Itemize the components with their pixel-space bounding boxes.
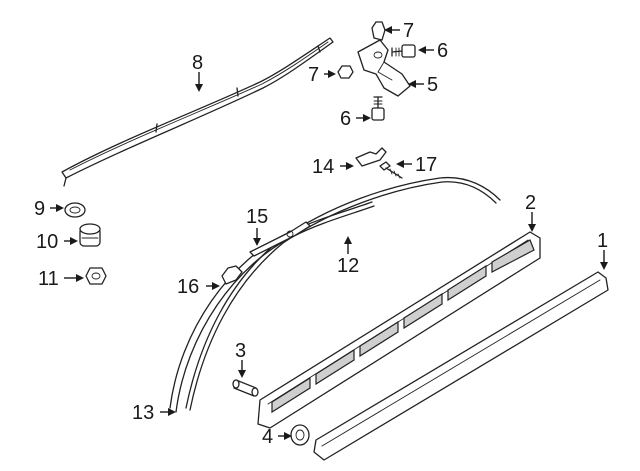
callout-labels: 1 2 3 4 5 6 6 7 7 8 9 10 11 12 13 14 15 … — [34, 20, 608, 448]
callout-6b: 6 — [340, 108, 351, 130]
callout-13: 13 — [132, 402, 154, 424]
part-pin — [232, 379, 259, 397]
callout-15: 15 — [246, 206, 268, 228]
part-roof-molding — [61, 37, 334, 187]
part-door-molding — [257, 231, 541, 429]
part-bracket — [357, 39, 411, 97]
callout-10: 10 — [36, 231, 58, 253]
callout-11: 11 — [38, 268, 59, 290]
part-fastener — [79, 223, 101, 247]
part-end-clip — [290, 424, 310, 446]
callout-5: 5 — [427, 74, 438, 96]
part-rocker-molding — [313, 271, 609, 461]
part-bolt-top — [391, 44, 416, 58]
part-nut — [85, 267, 107, 285]
callout-2: 2 — [525, 192, 536, 214]
callout-7a: 7 — [403, 20, 414, 42]
callout-7b: 7 — [308, 64, 319, 86]
callout-4: 4 — [262, 426, 273, 448]
part-clip-top — [371, 21, 386, 41]
callout-14: 14 — [312, 156, 334, 178]
part-bolt-bottom — [371, 96, 385, 121]
callout-leaders — [50, 26, 608, 440]
part-screw — [379, 161, 403, 179]
callout-1: 1 — [597, 230, 608, 252]
callout-16: 16 — [177, 276, 199, 298]
callout-8: 8 — [192, 52, 203, 74]
part-small-clip — [221, 265, 243, 285]
part-strip-bracket — [249, 221, 311, 257]
callout-6a: 6 — [437, 40, 448, 62]
callout-17: 17 — [415, 154, 437, 176]
callout-9: 9 — [34, 198, 45, 220]
part-window-molding — [185, 176, 501, 411]
part-retainer-clip — [355, 147, 387, 167]
callout-12: 12 — [337, 255, 359, 277]
part-grommet — [64, 202, 86, 218]
callout-3: 3 — [235, 340, 246, 362]
part-clip-left — [337, 65, 354, 79]
